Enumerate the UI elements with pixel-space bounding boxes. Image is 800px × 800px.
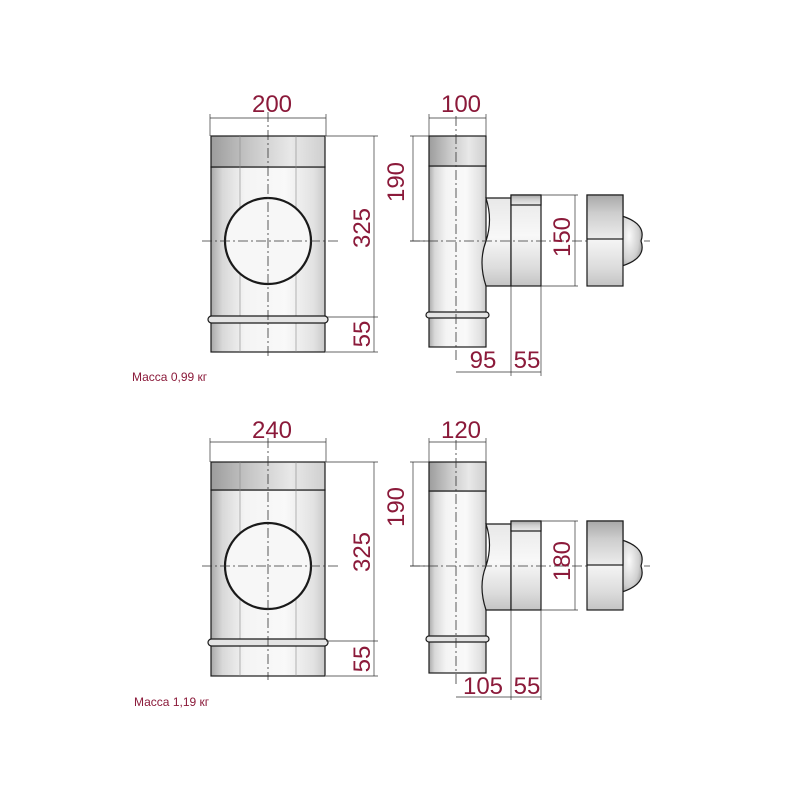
side-bead-1: [425, 311, 490, 319]
side-branch-collar-2: [510, 520, 542, 532]
side-top-collar-2: [428, 461, 487, 492]
side-top-collar-1: [428, 135, 487, 167]
cap-dome-2: [621, 539, 643, 593]
branch-length-label-1: 95: [470, 347, 497, 374]
cap-collar-2: [586, 520, 624, 566]
side-branch-socket-2: [510, 520, 542, 611]
branch-diameter-label-1: 150: [549, 217, 576, 257]
branch-socket-label-2: 55: [514, 673, 541, 700]
front-width-label-1: 200: [252, 91, 292, 118]
front-width-label-2: 240: [252, 417, 292, 444]
side-body-1: [428, 165, 487, 348]
side-branch-socket-1: [510, 194, 542, 287]
side-body-2: [428, 490, 487, 674]
side-view-2: [425, 461, 542, 674]
front-bottom-label-2: 55: [349, 646, 376, 673]
set-2: 240 325 55 Масса 1,19 кг: [134, 417, 650, 709]
mass-label-1: Масса 0,99 кг: [132, 370, 208, 384]
side-top-label-1: 190: [383, 162, 410, 202]
side-width-label-2: 120: [441, 417, 481, 444]
cap-dome-1: [621, 215, 643, 267]
mass-label-2: Масса 1,19 кг: [134, 695, 210, 709]
side-branch-neck-1: [481, 197, 512, 287]
branch-socket-label-1: 55: [514, 347, 541, 374]
branch-length-label-2: 105: [463, 673, 503, 700]
cap-1: [586, 194, 643, 287]
side-top-label-2: 190: [383, 487, 410, 527]
side-bead-2: [425, 635, 490, 643]
side-branch-collar-1: [510, 194, 542, 206]
branch-diameter-label-2: 180: [549, 541, 576, 581]
cap-collar-1: [586, 194, 624, 240]
front-bottom-label-1: 55: [349, 321, 376, 348]
side-view-1: [425, 135, 542, 348]
side-branch-neck-2: [481, 523, 512, 611]
set-1: 200 325 55 Масса 0,99 кг: [132, 91, 650, 384]
front-height-label-1: 325: [349, 208, 376, 248]
cap-2: [586, 520, 643, 611]
front-height-label-2: 325: [349, 532, 376, 572]
side-width-label-1: 100: [441, 91, 481, 118]
